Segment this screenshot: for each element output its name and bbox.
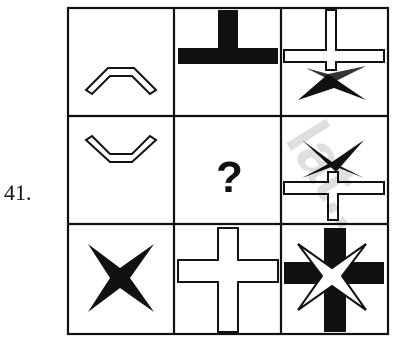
unknown-symbol: ?: [216, 153, 243, 202]
cell-r3c3-cross-filled-x-star-outline: [284, 228, 384, 332]
puzzle-grid: ? lat..: [66, 6, 390, 336]
cell-r1c3-cross-outline-star-bottom: [284, 10, 384, 100]
cell-r1c2-t-bar-filled: [178, 10, 278, 64]
cell-r1c1-chevron-up-outline: [86, 68, 156, 94]
cell-r3c2-cross-outline: [178, 228, 278, 332]
question-number: 41.: [4, 180, 32, 206]
cell-r2c1-chevron-down-outline: [86, 136, 156, 162]
watermark: lat..: [272, 109, 390, 241]
cell-r3c1-x-star-filled: [88, 244, 154, 312]
